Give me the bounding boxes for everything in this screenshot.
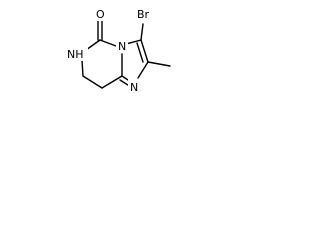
bond-lines — [81, 19, 171, 89]
bond-c2-n1 — [137, 61, 149, 79]
bond-nbridge-carbonyl — [99, 39, 117, 47]
bond-ch2-ch2 — [82, 75, 103, 89]
bond-ch2-c8a — [101, 75, 123, 89]
bond-c3-br — [140, 23, 144, 41]
molecule-structure: Br O N N NH — [66, 6, 171, 94]
atom-nh: NH — [67, 48, 84, 61]
bond-c3-c2-a — [140, 39, 149, 63]
bond-nbridge-c3 — [125, 39, 142, 45]
bond-c-nh — [85, 39, 101, 51]
atom-bromine: Br — [137, 8, 150, 21]
atom-labels: Br O N N NH — [66, 6, 156, 94]
bond-c3-c2-b — [136, 42, 144, 63]
atom-nitrogen-imidazole: N — [130, 81, 138, 94]
bond-nh-ch2 — [81, 59, 84, 77]
atom-oxygen: O — [96, 8, 105, 21]
bond-c2-methyl — [147, 61, 171, 67]
atom-nitrogen-bridge: N — [118, 40, 126, 53]
